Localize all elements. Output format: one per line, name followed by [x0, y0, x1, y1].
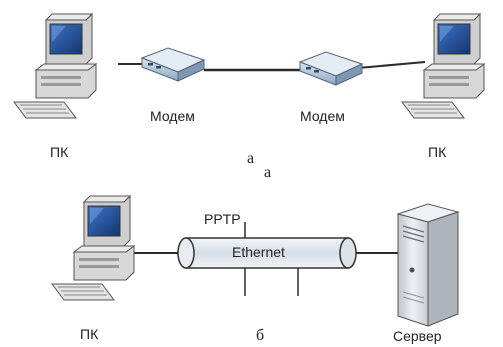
left-computer-icon: [13, 13, 97, 119]
server-label: Сервер: [393, 328, 442, 344]
bottom-computer-icon: [51, 195, 135, 301]
ethernet-tube-icon: [177, 237, 357, 269]
bus-label: Ethernet: [232, 244, 285, 260]
right-pc-label: ПК: [428, 144, 447, 160]
caption-b: б: [256, 327, 265, 344]
left-modem-label: Модем: [150, 108, 195, 124]
right-computer-icon: [401, 13, 485, 119]
protocol-label: PPTP: [204, 211, 241, 227]
caption-a: а: [264, 164, 272, 181]
left-pc-label: ПК: [50, 144, 69, 160]
link-modem-pc-right: [357, 61, 426, 69]
bottom-pc-label: ПК: [80, 326, 99, 342]
right-modem-icon: [299, 51, 363, 86]
caption-a-prefix: а: [247, 150, 255, 167]
left-modem-icon: [141, 47, 205, 82]
right-modem-label: Модем: [300, 108, 345, 124]
server-icon: [396, 203, 460, 327]
